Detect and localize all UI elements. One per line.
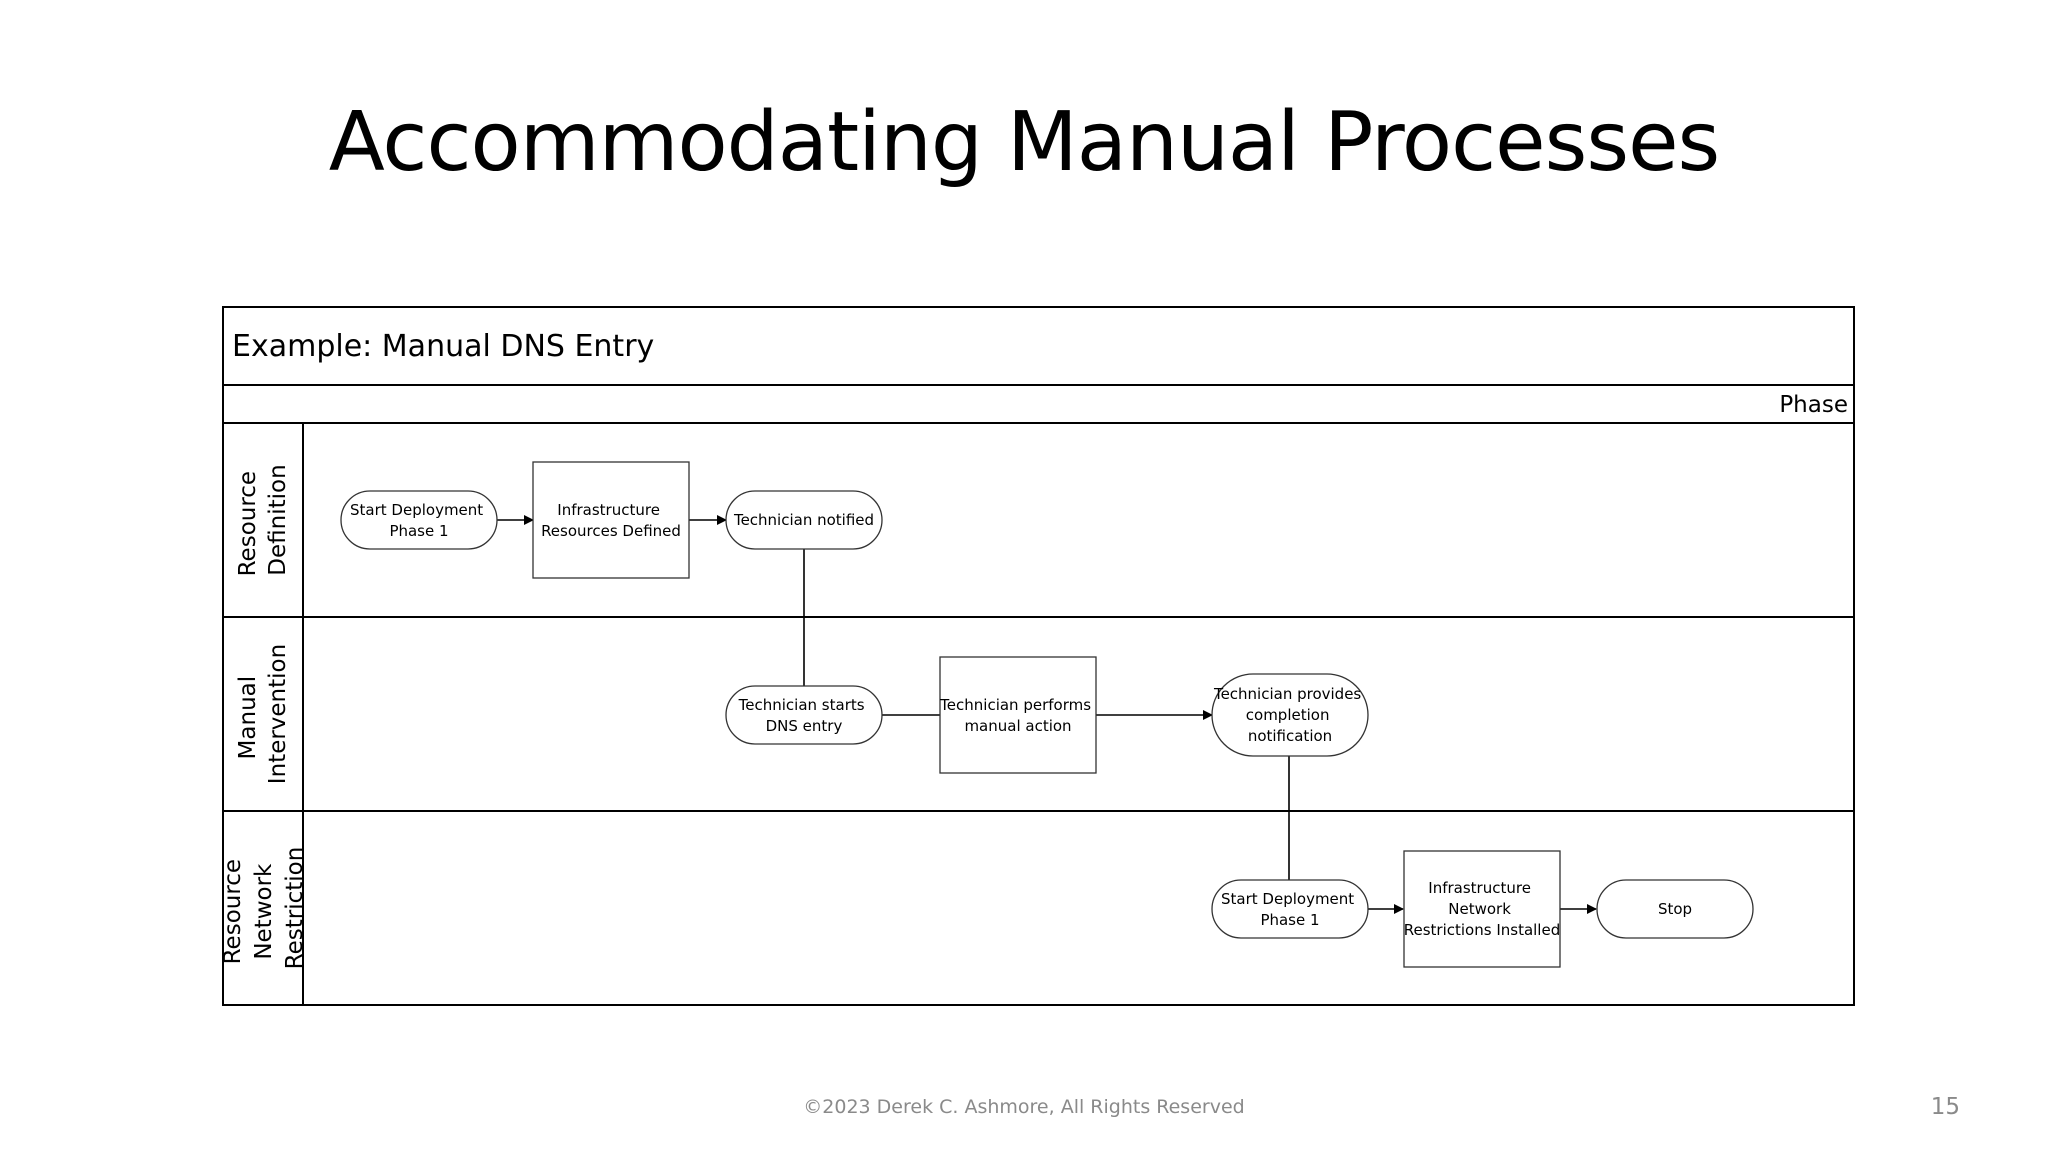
node-infrastructure-resources-defined: Infrastructure Resources Defined — [532, 461, 690, 579]
node-technician-performs-manual-action: Technician performs manual action — [939, 656, 1097, 774]
diagram-frame — [222, 306, 1855, 1006]
node-label: Start Deployment Phase 1 — [1221, 890, 1359, 929]
phase-label: Phase — [1779, 392, 1848, 418]
node-label: Technician provides completion notificat… — [1213, 685, 1366, 745]
process-shape — [939, 656, 1097, 774]
node-infrastructure-network-restrictions-installed: Infrastructure Network Restrictions Inst… — [1403, 850, 1561, 968]
terminator-shape — [725, 490, 883, 550]
node-technician-starts-dns-entry: Technician starts DNS entry — [725, 685, 883, 745]
node-stop: Stop — [1596, 879, 1754, 939]
slide-title: Accommodating Manual Processes — [328, 95, 1721, 190]
diagram-title: Example: Manual DNS Entry — [232, 329, 654, 364]
node-label: Infrastructure Resources Defined — [541, 501, 681, 540]
lane-label-manual-intervention: Manual Intervention — [235, 644, 291, 784]
page-number: 15 — [1930, 1094, 1960, 1120]
node-label: Technician starts DNS entry — [738, 696, 870, 735]
terminator-shape — [1211, 673, 1369, 757]
frame-border — [222, 306, 1855, 1006]
node-label: Infrastructure Network Restrictions Inst… — [1404, 879, 1560, 939]
node-label: Start Deployment Phase 1 — [350, 501, 488, 540]
process-shape — [532, 461, 690, 579]
node-start-deployment-phase1-a: Start Deployment Phase 1 — [340, 490, 498, 550]
lane-label-resource-network-restriction: Resource Network Restriction — [220, 847, 308, 970]
connectors — [497, 515, 1597, 914]
process-shape — [1403, 850, 1561, 968]
node-label: Technician performs manual action — [939, 696, 1096, 735]
node-technician-notified: Technician notified — [725, 490, 883, 550]
lane-label-resource-definition: Resource Definition — [235, 464, 291, 577]
node-label: Stop — [1658, 900, 1692, 918]
node-label: Technician notified — [733, 511, 874, 529]
node-start-deployment-phase1-b: Start Deployment Phase 1 — [1211, 879, 1369, 939]
terminator-shape — [1211, 879, 1369, 939]
terminator-shape — [1596, 879, 1754, 939]
terminator-shape — [340, 490, 498, 550]
terminator-shape — [725, 685, 883, 745]
node-technician-provides-completion-notification: Technician provides completion notificat… — [1211, 673, 1369, 757]
copyright-footer: ©2023 Derek C. Ashmore, All Rights Reser… — [803, 1096, 1245, 1118]
